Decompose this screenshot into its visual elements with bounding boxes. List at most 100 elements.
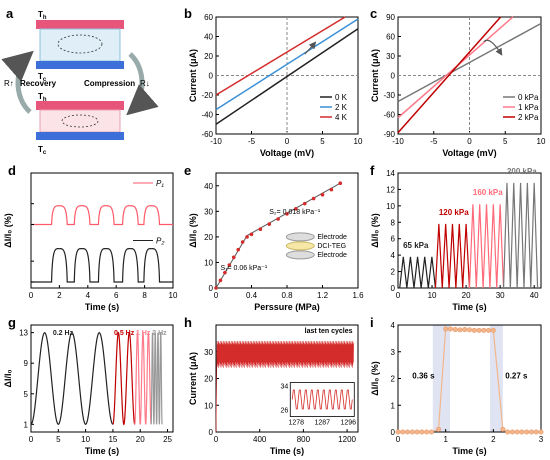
y-tick-label: 8 bbox=[391, 218, 396, 227]
data-point bbox=[424, 429, 430, 435]
y-tick-label: 1 bbox=[24, 420, 29, 429]
plot-frame bbox=[30, 324, 174, 433]
inset-x-tick: 1278 bbox=[288, 420, 304, 427]
y-axis-label: Current (μA) bbox=[188, 352, 198, 405]
x-axis-label: Time (s) bbox=[452, 446, 486, 456]
y-tick-label: 0 bbox=[209, 284, 214, 293]
inset-electrode-top bbox=[285, 232, 315, 242]
y-tick-label: 10 bbox=[204, 401, 213, 410]
data-point bbox=[249, 232, 254, 237]
data-point bbox=[338, 181, 343, 186]
y-tick-label: 40 bbox=[204, 33, 213, 42]
y-tick-label: 4 bbox=[391, 251, 396, 260]
legend-entry: 0 kPa bbox=[518, 93, 539, 102]
y-tick-label: 90 bbox=[386, 13, 395, 22]
series-line bbox=[434, 223, 471, 289]
x-tick-label: 1200 bbox=[338, 435, 356, 444]
cold-plate-top bbox=[36, 61, 124, 69]
data-point bbox=[486, 327, 492, 333]
y-tick-label: 10 bbox=[204, 258, 213, 267]
y-tick-label: 5 bbox=[24, 390, 29, 399]
y-tick-label: 20 bbox=[204, 233, 213, 242]
x-tick-label: 5 bbox=[320, 137, 325, 146]
x-tick-label: 30 bbox=[496, 291, 505, 300]
tc-label-top: Tc bbox=[38, 72, 47, 83]
x-tick-label: 1.2 bbox=[317, 291, 329, 300]
inset-label: Electrode bbox=[317, 234, 347, 241]
legend-entry: 2 kPa bbox=[518, 113, 539, 122]
x-tick-label: -10 bbox=[210, 137, 222, 146]
th-label-bottom: Th bbox=[38, 92, 47, 103]
series-line bbox=[215, 341, 354, 433]
panel-label-d: d bbox=[8, 163, 16, 178]
data-point bbox=[490, 327, 496, 333]
data-point bbox=[436, 426, 442, 432]
data-point bbox=[524, 429, 530, 435]
data-point bbox=[214, 286, 218, 290]
annotation-s2: S₂= 0.018 kPa⁻¹ bbox=[269, 209, 321, 216]
series-label: 200 kPa bbox=[507, 167, 537, 176]
cold-plate-bottom bbox=[36, 132, 124, 140]
y-tick-label: -90 bbox=[383, 130, 395, 139]
recovery-arrow bbox=[1, 50, 34, 114]
y-tick-label: 0 bbox=[209, 72, 214, 81]
r-down-label: R↓ bbox=[140, 79, 150, 88]
y-tick-label: 30 bbox=[386, 52, 395, 61]
data-point bbox=[240, 240, 245, 244]
x-axis-label: Time (s) bbox=[85, 302, 119, 312]
legend-entry: 4 K bbox=[335, 113, 348, 122]
panel-label-c: c bbox=[370, 6, 377, 21]
x-axis-label: Perssure (MPa) bbox=[254, 302, 320, 312]
x-axis-label: Voltage (mV) bbox=[260, 148, 314, 158]
series-line bbox=[397, 16, 502, 134]
data-point bbox=[500, 426, 506, 432]
inset-dci-teg bbox=[285, 241, 315, 251]
data-point bbox=[476, 327, 482, 333]
inset-x-tick: 1296 bbox=[340, 420, 356, 427]
series-line bbox=[150, 332, 163, 425]
y-axis-label: ΔI/I₀ (%) bbox=[370, 361, 380, 396]
data-point bbox=[276, 217, 280, 221]
x-axis-label: Time (s) bbox=[452, 302, 486, 312]
series-line bbox=[112, 331, 136, 426]
data-point bbox=[311, 196, 316, 201]
data-point bbox=[294, 206, 298, 211]
data-point bbox=[285, 212, 289, 216]
data-point bbox=[414, 429, 420, 435]
y-axis-label: ΔI/I₀ (%) bbox=[3, 213, 13, 248]
data-point bbox=[419, 429, 425, 435]
y-tick-label: 20 bbox=[204, 52, 213, 61]
x-tick-label: 800 bbox=[297, 435, 311, 444]
data-point bbox=[505, 429, 511, 435]
fit-line-high bbox=[246, 182, 341, 237]
inset-label: Electrode bbox=[317, 252, 347, 259]
series-line bbox=[31, 205, 173, 226]
data-point bbox=[231, 255, 236, 260]
x-tick-label: 0 bbox=[396, 291, 401, 300]
shade-region bbox=[489, 325, 503, 432]
y-tick-label: 9 bbox=[24, 359, 29, 368]
compression-label: Compression bbox=[84, 79, 135, 88]
series-label: 160 kPa bbox=[473, 188, 503, 197]
y-tick-label: 0 bbox=[209, 428, 214, 437]
x-tick-label: 25 bbox=[163, 435, 172, 444]
trend-arrow bbox=[483, 39, 503, 56]
recovery-label: Recovery bbox=[20, 79, 57, 88]
x-axis-label: Voltage (mV) bbox=[442, 148, 496, 158]
panel-label-e: e bbox=[184, 163, 191, 178]
inset-series bbox=[291, 389, 353, 410]
series-label: 2 Hz bbox=[152, 330, 167, 337]
x-tick-label: 8 bbox=[142, 291, 147, 300]
data-point bbox=[538, 429, 544, 435]
x-tick-label: 10 bbox=[169, 291, 178, 300]
trend-arrow bbox=[304, 41, 317, 55]
data-point bbox=[514, 429, 520, 435]
hydrogel-top bbox=[39, 28, 121, 62]
data-point bbox=[267, 222, 272, 226]
